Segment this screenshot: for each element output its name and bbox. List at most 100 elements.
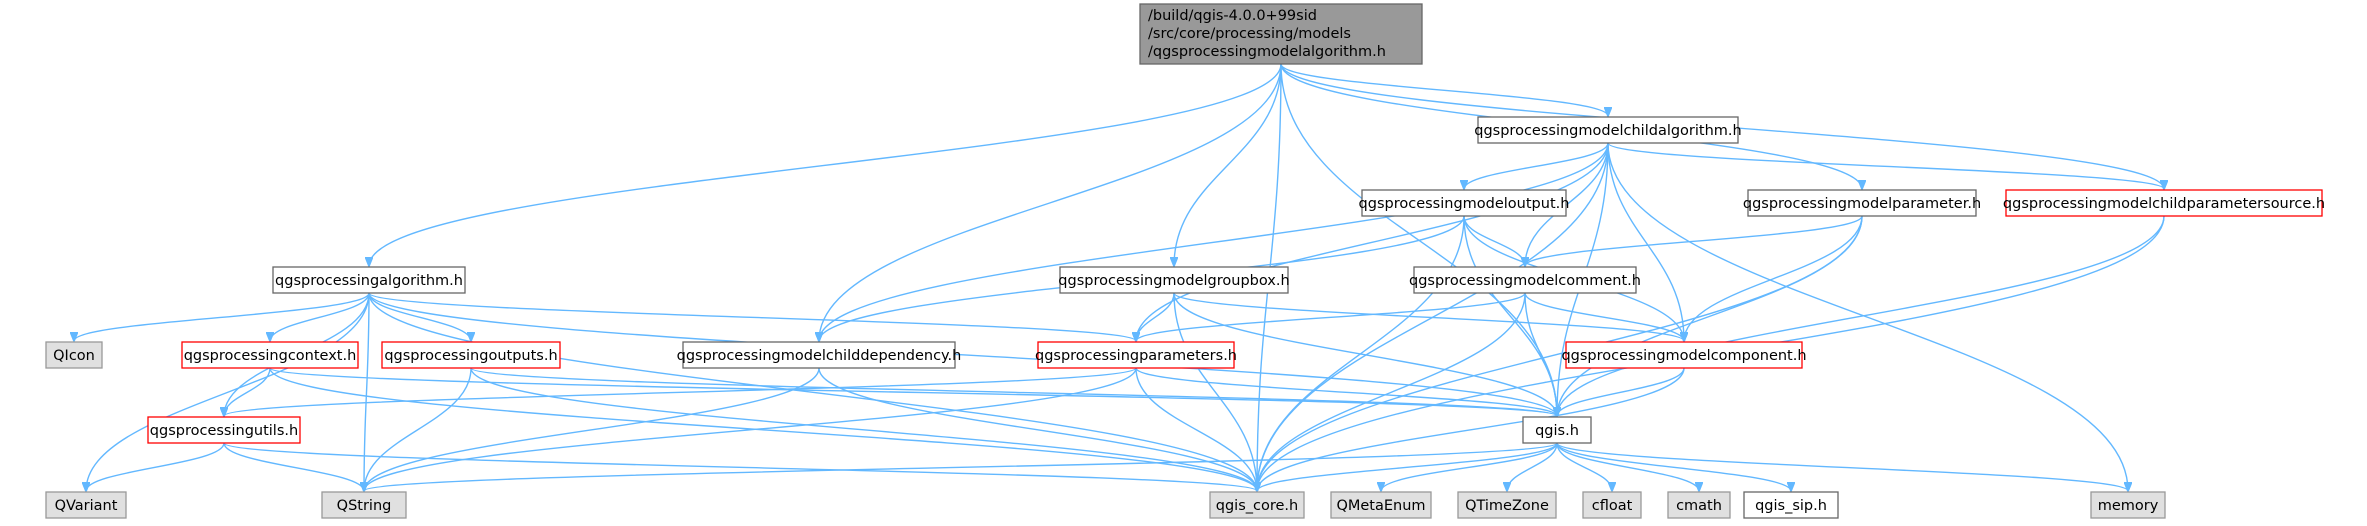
node-outputs-box [381, 341, 561, 369]
node-root-label-0: /build/qgis-4.0.0+99sid [1148, 8, 1317, 24]
node-cmath[interactable]: cmath [1667, 491, 1731, 519]
node-output[interactable]: qgsprocessingmodeloutput.h [1359, 189, 1570, 217]
node-outputs[interactable]: qgsprocessingoutputs.h [381, 341, 561, 369]
edge-parameters-to-utils [224, 367, 1137, 416]
node-qtimezone-label-0: QTimeZone [1465, 498, 1549, 514]
node-root-label-1: /src/core/processing/models [1148, 26, 1351, 42]
node-groupbox-box [1059, 266, 1289, 294]
edge-comment-to-qgis [1524, 292, 1557, 416]
edge-qgis-to-qtimezone [1507, 442, 1558, 491]
node-parameters-label-0: qgsprocessingparameters.h [1035, 348, 1237, 364]
node-qgis_core-box [1209, 491, 1305, 519]
node-childdep-box [682, 341, 956, 369]
node-cfloat-label-0: cfloat [1592, 498, 1633, 514]
edge-qgis-to-memory [1556, 442, 2128, 491]
edge-parameter-to-qgis [1557, 215, 1863, 416]
node-childalg-box [1477, 116, 1739, 144]
edge-outputs-to-qgis_core [470, 367, 1257, 491]
edge-parameter-to-component [1684, 215, 1863, 341]
node-childparamsrc[interactable]: qgsprocessingmodelchildparametersource.h [2003, 189, 2325, 217]
node-parameter-label-0: qgsprocessingmodelparameter.h [1743, 196, 1981, 212]
edge-parameters-to-qgis [1135, 367, 1557, 416]
node-parameter-box [1747, 189, 1977, 217]
node-qicon-box [45, 341, 103, 369]
edge-childalg-to-output [1464, 142, 1609, 189]
node-childalg[interactable]: qgsprocessingmodelchildalgorithm.h [1474, 116, 1742, 144]
node-qgis_sip[interactable]: qgis_sip.h [1743, 491, 1839, 519]
edge-comment-to-parameters [1136, 292, 1526, 341]
node-qgis[interactable]: qgis.h [1522, 416, 1592, 444]
edge-parameter-to-comment [1525, 215, 1863, 266]
node-cfloat[interactable]: cfloat [1582, 491, 1642, 519]
node-context[interactable]: qgsprocessingcontext.h [181, 341, 359, 369]
node-qgis_core[interactable]: qgis_core.h [1209, 491, 1305, 519]
node-memory[interactable]: memory [2090, 491, 2166, 519]
node-qicon[interactable]: QIcon [45, 341, 103, 369]
edge-childdep-to-qgis_core [818, 367, 1257, 491]
edge-childalg-to-component [1607, 142, 1684, 341]
node-qmetaenum[interactable]: QMetaEnum [1330, 491, 1432, 519]
node-root-box [1139, 3, 1423, 65]
node-context-box [181, 341, 359, 369]
edge-childalg-to-parameters [1136, 142, 1609, 341]
node-comment[interactable]: qgsprocessingmodelcomment.h [1409, 266, 1641, 294]
edge-component-to-qgis [1557, 367, 1685, 416]
node-utils-box [147, 416, 301, 444]
edge-comment-to-qgis_core [1257, 292, 1526, 491]
node-qgis_sip-box [1743, 491, 1839, 519]
node-cfloat-box [1582, 491, 1642, 519]
node-qgis_core-label-0: qgis_core.h [1216, 498, 1298, 514]
node-parameters[interactable]: qgsprocessingparameters.h [1035, 341, 1237, 369]
node-qvariant-label-0: QVariant [55, 498, 118, 514]
node-childdep[interactable]: qgsprocessingmodelchilddependency.h [677, 341, 962, 369]
edge-qgis-to-cmath [1556, 442, 1699, 491]
node-utils[interactable]: qgsprocessingutils.h [147, 416, 301, 444]
node-component-label-0: qgsprocessingmodelcomponent.h [1561, 348, 1806, 364]
node-groupbox[interactable]: qgsprocessingmodelgroupbox.h [1058, 266, 1290, 294]
node-qgis-label-0: qgis.h [1535, 423, 1579, 439]
node-qstring[interactable]: QString [321, 491, 407, 519]
edge-childparamsrc-to-qgis [1557, 215, 2165, 416]
node-qtimezone[interactable]: QTimeZone [1457, 491, 1557, 519]
edge-qgis-to-cfloat [1556, 442, 1612, 491]
edge-layer [74, 63, 2165, 491]
edge-utils-to-qgis_core [223, 442, 1257, 491]
edge-childalg-to-childparamsrc [1607, 142, 2164, 189]
edge-algorithm-to-parameters [368, 292, 1136, 341]
node-memory-label-0: memory [2098, 498, 2159, 514]
edge-parameters-to-qgis_core [1135, 367, 1257, 491]
node-qstring-label-0: QString [337, 498, 392, 514]
edge-algorithm-to-qgis [368, 292, 1557, 416]
node-qstring-box [321, 491, 407, 519]
node-root[interactable]: /build/qgis-4.0.0+99sid/src/core/process… [1139, 3, 1423, 65]
node-qgis_sip-label-0: qgis_sip.h [1755, 498, 1827, 514]
edge-parameter-to-qgis_core [1257, 215, 1863, 491]
node-childparamsrc-box [2005, 189, 2323, 217]
node-component-box [1565, 341, 1803, 369]
edge-algorithm-to-outputs [368, 292, 471, 341]
edge-algorithm-to-qgis_core [368, 292, 1257, 491]
node-groupbox-label-0: qgsprocessingmodelgroupbox.h [1058, 273, 1289, 289]
node-qmetaenum-label-0: QMetaEnum [1336, 498, 1425, 514]
node-root-label-2: /qgsprocessingmodelalgorithm.h [1148, 44, 1386, 60]
node-algorithm-box [272, 266, 466, 294]
edge-root-to-groupbox [1174, 63, 1282, 266]
edge-childalg-to-memory [1607, 142, 2128, 491]
edge-parameters-to-qstring [364, 367, 1137, 491]
edge-qgis-to-qgis_core [1257, 442, 1558, 491]
node-component[interactable]: qgsprocessingmodelcomponent.h [1561, 341, 1807, 369]
node-algorithm-label-0: qgsprocessingalgorithm.h [275, 273, 463, 289]
node-parameters-box [1037, 341, 1235, 369]
node-parameter[interactable]: qgsprocessingmodelparameter.h [1743, 189, 1981, 217]
edge-context-to-qgis [269, 367, 1557, 416]
node-context-label-0: qgsprocessingcontext.h [184, 348, 357, 364]
node-algorithm[interactable]: qgsprocessingalgorithm.h [272, 266, 466, 294]
edge-groupbox-to-qgis [1173, 292, 1557, 416]
node-qmetaenum-box [1330, 491, 1432, 519]
edge-childalg-to-childdep [819, 142, 1609, 341]
edge-component-to-qgis_core [1257, 367, 1685, 491]
node-qvariant[interactable]: QVariant [45, 491, 127, 519]
edge-utils-to-qstring [223, 442, 364, 491]
edge-qgis-to-qstring [364, 442, 1558, 491]
